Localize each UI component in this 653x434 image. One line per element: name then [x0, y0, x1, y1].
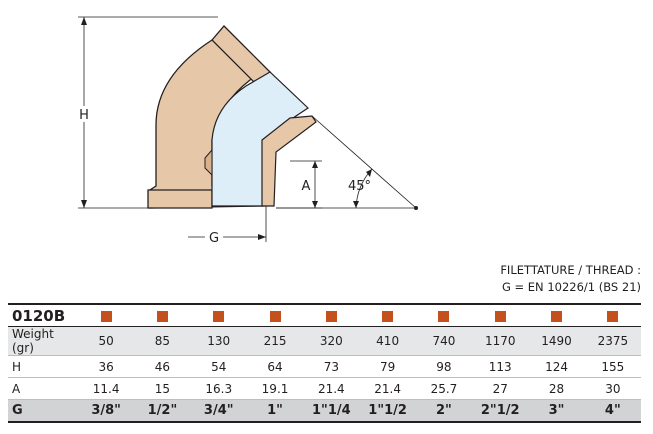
table-cell: 740 [415, 326, 473, 356]
table-cell: 79 [359, 355, 416, 378]
angle-diagonal [311, 115, 417, 209]
size-swatch-cell [303, 303, 360, 327]
table-cell: 16.3 [190, 377, 247, 400]
dim-h-arrow-top [81, 17, 87, 25]
size-swatch [551, 310, 563, 322]
dim-g-label: G [209, 231, 219, 246]
table-cell: 124 [528, 355, 585, 378]
table-cell: 30 [584, 377, 641, 400]
size-swatch [269, 310, 281, 322]
size-swatch-cell [246, 303, 304, 327]
thread-note: FILETTATURE / THREAD : G = EN 10226/1 (B… [500, 262, 641, 296]
table-cell: 21.4 [303, 377, 360, 400]
table-cell: 21.4 [359, 377, 416, 400]
dim-a-arrow-top [312, 161, 318, 168]
dim-a-arrow-bottom [312, 201, 318, 208]
table-cell: 4" [584, 399, 641, 423]
dim-a-label: A [302, 179, 311, 194]
size-swatch-cell [584, 303, 641, 327]
table-cell: 98 [415, 355, 473, 378]
row-label: A [8, 377, 78, 400]
table-cell: 1"1/2 [359, 399, 416, 423]
table-cell: 1170 [472, 326, 529, 356]
thread-note-line1: FILETTATURE / THREAD : [500, 263, 641, 277]
row-label: H [8, 355, 78, 378]
dim-g-label-bg [205, 229, 223, 245]
table-cell: 85 [134, 326, 191, 356]
size-swatch [156, 310, 168, 322]
size-swatch-cell [190, 303, 247, 327]
table-cell: 1/2" [134, 399, 191, 423]
dim-g-arrow [258, 234, 266, 240]
code-row: 0120B [8, 303, 641, 327]
thread-note-line2: G = EN 10226/1 (BS 21) [501, 280, 641, 294]
dim-h-label: H [79, 108, 89, 123]
size-swatch-cell [415, 303, 473, 327]
table-cell: 3" [528, 399, 585, 423]
table-cell: 27 [472, 377, 529, 400]
table-cell: 19.1 [246, 377, 304, 400]
elbow-right-wall [261, 115, 317, 207]
angle-vertex [414, 206, 418, 210]
angle-arrow-bottom [353, 201, 359, 208]
size-swatch [325, 310, 337, 322]
elbow-technical-drawing: H A 45° G [76, 16, 418, 246]
table-cell: 46 [134, 355, 191, 378]
size-swatch [382, 310, 394, 322]
table-cell: 64 [246, 355, 304, 378]
table-cell: 215 [246, 326, 304, 356]
size-swatch [494, 310, 506, 322]
row-label: Weight (gr) [8, 326, 78, 356]
table-cell: 28 [528, 377, 585, 400]
size-swatch-cell [78, 303, 135, 327]
size-swatch [607, 310, 619, 322]
size-swatch [213, 310, 225, 322]
table-cell: 130 [190, 326, 247, 356]
elbow-bottom-flange [147, 189, 213, 209]
table-cell: 2"1/2 [472, 399, 529, 423]
table-cell: 1"1/4 [303, 399, 360, 423]
row-label: G [8, 399, 78, 423]
size-swatch-cell [359, 303, 416, 327]
table-cell: 320 [303, 326, 360, 356]
table-cell: 2" [415, 399, 473, 423]
table-cell: 73 [303, 355, 360, 378]
table-cell: 25.7 [415, 377, 473, 400]
table-cell: 1490 [528, 326, 585, 356]
size-swatch-cell [134, 303, 191, 327]
size-swatch-cell [528, 303, 585, 327]
table-cell: 3/8" [78, 399, 135, 423]
product-code: 0120B [8, 303, 78, 327]
table-cell: 15 [134, 377, 191, 400]
table-cell: 2375 [584, 326, 641, 356]
table-cell: 50 [78, 326, 135, 356]
size-swatch [100, 310, 112, 322]
table-cell: 410 [359, 326, 416, 356]
table-cell: 54 [190, 355, 247, 378]
table-cell: 1" [246, 399, 304, 423]
table-cell: 11.4 [78, 377, 135, 400]
angle-label: 45° [348, 179, 371, 194]
dim-h-arrow-bottom [81, 200, 87, 208]
table-cell: 36 [78, 355, 135, 378]
size-swatch-cell [472, 303, 529, 327]
table-cell: 113 [472, 355, 529, 378]
size-swatch [438, 310, 450, 322]
elbow-rib [204, 148, 213, 177]
dim-h-label-bg [76, 106, 92, 122]
angle-arrow-top [366, 169, 372, 177]
table-cell: 3/4" [190, 399, 247, 423]
table-cell: 155 [584, 355, 641, 378]
